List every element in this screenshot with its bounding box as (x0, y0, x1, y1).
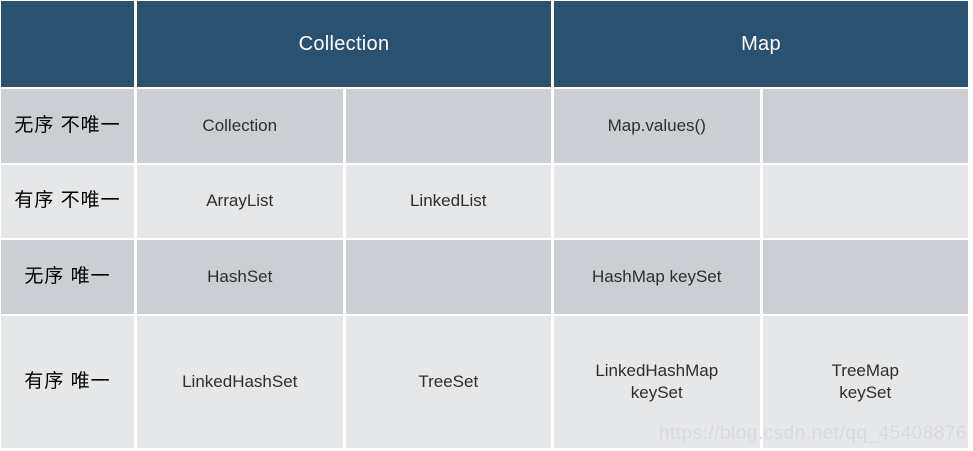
row-label-line1: 有序 (14, 190, 55, 212)
cell-text-line1: Collection (202, 115, 278, 135)
cell-collection-2: LinkedList (345, 164, 551, 239)
table-row: 有序 不唯一 ArrayList LinkedList (1, 164, 968, 239)
row-label-line2: 唯一 (70, 370, 111, 392)
row-label-line1: 无序 (24, 265, 65, 287)
cell-text-line2: keySet (839, 383, 892, 403)
row-label-ordered-unique: 有序 唯一 (1, 316, 134, 448)
row-label-line2: 不唯一 (60, 190, 121, 212)
cell-map-2 (762, 89, 968, 163)
cell-text-line1: LinkedList (409, 191, 487, 211)
cell-text-line1: HashSet (207, 267, 273, 287)
cell-map-2: TreeMap keySet (762, 316, 968, 448)
header-row: Collection Map (1, 1, 968, 87)
header-group-collection: Collection (137, 1, 551, 87)
cell-text-line1: HashMap keySet (592, 267, 722, 287)
cell-collection-1: HashSet (137, 240, 343, 315)
row-label-unordered-unique: 无序 唯一 (1, 240, 134, 315)
table-row: 有序 唯一 LinkedHashSet TreeSet LinkedHashMa… (1, 316, 968, 448)
cell-text-line1: ArrayList (206, 191, 274, 211)
row-label-unordered-nonunique: 无序 不唯一 (1, 89, 134, 163)
header-corner-cell (1, 1, 134, 87)
cell-collection-2: TreeSet (345, 316, 551, 448)
row-label-line2: 不唯一 (60, 114, 121, 136)
table-body: 无序 不唯一 Collection Map.values() (1, 89, 968, 448)
cell-text-line2: keySet (630, 383, 683, 403)
cell-collection-1: LinkedHashSet (137, 316, 343, 448)
cell-collection-1: Collection (137, 89, 343, 163)
cell-text-line1: TreeSet (418, 371, 479, 391)
cell-collection-2 (345, 240, 551, 315)
table-row: 无序 唯一 HashSet HashMap keySet (1, 240, 968, 315)
row-label-line1: 有序 (24, 370, 65, 392)
cell-map-1 (554, 164, 760, 239)
cell-map-1: Map.values() (554, 89, 760, 163)
cell-text-line1: Map.values() (607, 115, 706, 135)
cell-map-2 (762, 240, 968, 315)
table-row: 无序 不唯一 Collection Map.values() (1, 89, 968, 163)
cell-collection-2 (345, 89, 551, 163)
cell-text-line1: TreeMap (831, 360, 899, 380)
cell-text-line1: LinkedHashSet (182, 371, 298, 391)
header-group-map: Map (554, 1, 968, 87)
cell-text-line1: LinkedHashMap (595, 360, 719, 380)
table-header: Collection Map (1, 1, 968, 87)
cell-map-2 (762, 164, 968, 239)
cell-map-1: HashMap keySet (554, 240, 760, 315)
row-label-ordered-nonunique: 有序 不唯一 (1, 164, 134, 239)
cell-collection-1: ArrayList (137, 164, 343, 239)
cell-map-1: LinkedHashMap keySet (554, 316, 760, 448)
row-label-line2: 唯一 (70, 265, 111, 287)
row-label-line1: 无序 (14, 114, 55, 136)
